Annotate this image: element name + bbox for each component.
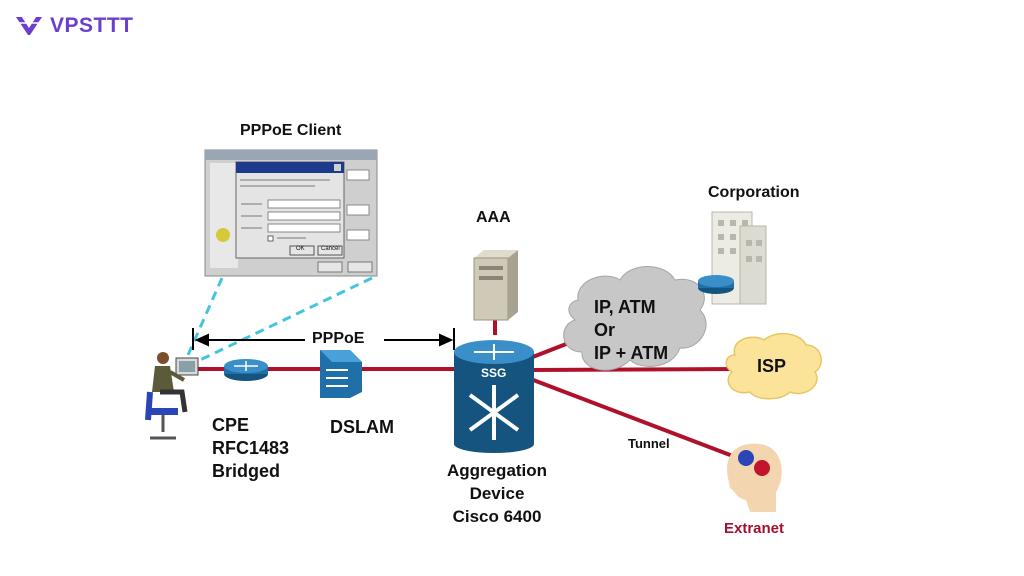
aaa-server-icon (473, 250, 518, 321)
cloud-line: Or (594, 320, 616, 340)
pppoe-client-label: PPPoE Client (240, 122, 342, 139)
cloud-line: IP, ATM (594, 297, 656, 317)
dslam-label: DSLAM (330, 417, 394, 437)
dslam-device-icon (320, 350, 362, 398)
isp-cloud (725, 333, 822, 400)
ip-atm-cloud (563, 266, 707, 371)
vpsttt-logo-icon (16, 16, 42, 35)
isp-label: ISP (757, 356, 787, 376)
corporation-label: Corporation (708, 184, 800, 201)
aaa-label: AAA (476, 209, 511, 226)
ssg-label: SSG (481, 366, 507, 380)
cpe-user-icon (145, 352, 199, 440)
cpe-line: RFC1483 (212, 438, 290, 458)
cpe-line: CPE (212, 415, 250, 435)
corporation-building-icon (698, 211, 767, 305)
pppoe-span-arrow (192, 328, 455, 350)
aggregation-line: Cisco 6400 (452, 507, 542, 526)
cpe-description: CPE RFC1483 Bridged (212, 414, 289, 483)
extranet-head-icon (727, 443, 782, 512)
brand-name: VPSTTT (50, 14, 134, 37)
pppoe-client-dialog (204, 149, 378, 277)
aggregation-device-icon (454, 340, 534, 453)
tunnel-label: Tunnel (628, 436, 670, 451)
cpe-router-icon (224, 359, 268, 381)
ip-atm-cloud-text: IP, ATM Or IP + ATM (594, 296, 668, 365)
aggregation-line: Device (469, 484, 525, 503)
brand-logo: VPSTTT (14, 14, 134, 38)
extranet-label: Extranet (724, 520, 785, 537)
aggregation-line: Aggregation (446, 461, 548, 480)
dialog-logo-icon (216, 228, 230, 242)
dialog-ok-button: OK (296, 246, 305, 252)
dialog-cancel-button: Cancel (321, 246, 340, 252)
pppoe-label: PPPoE (312, 330, 365, 347)
cloud-line: IP + ATM (594, 343, 669, 363)
dialog-pointer-line-right (199, 276, 373, 362)
aggregation-device-description: Aggregation Device Cisco 6400 (438, 459, 556, 528)
cpe-line: Bridged (212, 461, 281, 481)
